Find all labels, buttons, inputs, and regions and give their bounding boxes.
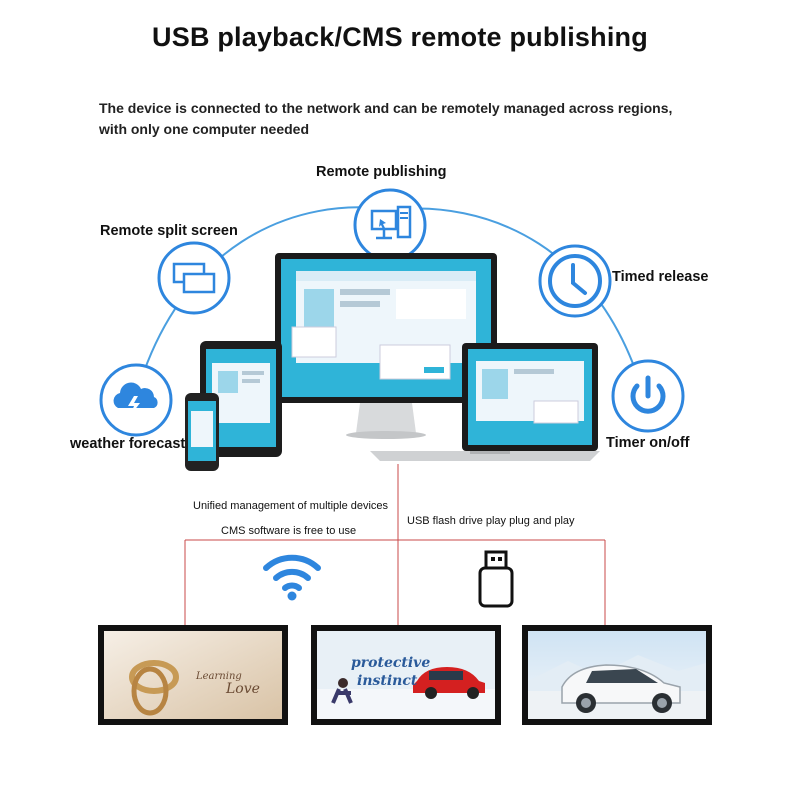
laptop bbox=[370, 343, 600, 461]
remote-publishing-label: Remote publishing bbox=[316, 164, 447, 180]
display-panel-white-car bbox=[522, 625, 712, 725]
power-icon bbox=[610, 358, 686, 434]
unified-management-label: Unified management of multiple devices bbox=[193, 500, 389, 512]
desktop-monitor bbox=[275, 253, 497, 439]
ring-image bbox=[104, 631, 282, 719]
remote-split-screen-icon bbox=[156, 240, 232, 316]
devices-illustration bbox=[185, 253, 600, 471]
red-car-image bbox=[317, 631, 495, 719]
love-text: Love bbox=[226, 681, 260, 697]
description-line-2: with only one computer needed bbox=[99, 121, 310, 137]
weather-forecast-label: weather forecast bbox=[70, 436, 186, 452]
display-panel-protective: protective instinct bbox=[311, 625, 501, 725]
description-line-1: The device is connected to the network a… bbox=[99, 100, 673, 116]
white-car-image bbox=[528, 631, 706, 719]
learning-text: Learning bbox=[196, 671, 242, 682]
usb-plug-play-label: USB flash drive play plug and play bbox=[407, 515, 575, 527]
tablet bbox=[200, 341, 282, 457]
protective-text: protective bbox=[351, 655, 431, 671]
clock-icon bbox=[537, 243, 613, 319]
usb-drive-icon bbox=[474, 548, 518, 610]
remote-split-screen-label: Remote split screen bbox=[100, 223, 238, 239]
wifi-icon bbox=[262, 550, 322, 602]
page-title: USB playback/CMS remote publishing bbox=[152, 22, 648, 52]
display-panel-love: Learning Love bbox=[98, 625, 288, 725]
timed-release-label: Timed release bbox=[612, 269, 709, 285]
timer-on-off-label: Timer on/off bbox=[606, 435, 690, 451]
instinct-text: instinct bbox=[357, 673, 418, 689]
weather-cloud-icon bbox=[98, 362, 174, 438]
cms-free-label: CMS software is free to use bbox=[221, 525, 357, 537]
description: The device is connected to the network a… bbox=[99, 98, 672, 140]
phone bbox=[185, 393, 219, 471]
